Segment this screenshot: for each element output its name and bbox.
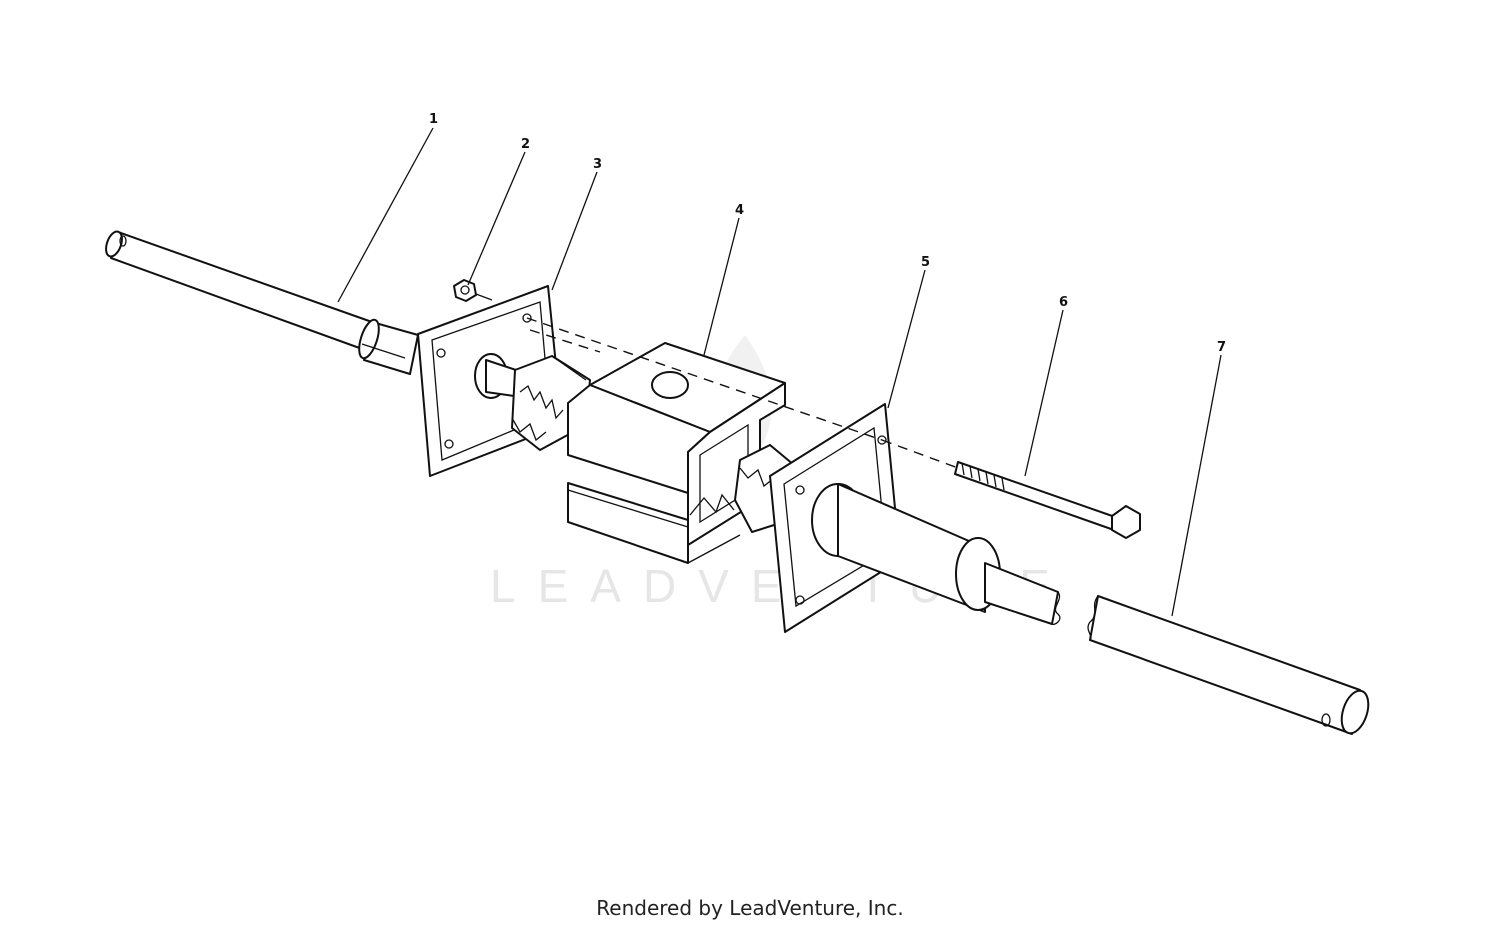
callout-5: 5 xyxy=(921,255,930,270)
part-6-bolt xyxy=(954,461,1141,539)
callout-numbers: 1 2 3 4 5 6 7 xyxy=(429,112,1226,355)
part-4-gear-housing xyxy=(567,342,786,564)
callout-4: 4 xyxy=(735,203,744,218)
part-3-left-flange xyxy=(417,285,591,477)
part-2-nut xyxy=(453,279,493,302)
callout-3: 3 xyxy=(593,157,602,172)
callout-6: 6 xyxy=(1059,295,1068,310)
leader-lines xyxy=(337,127,1222,617)
footer-credit: Rendered by LeadVenture, Inc. xyxy=(596,896,904,920)
callout-1: 1 xyxy=(429,112,438,127)
part-1-left-axle xyxy=(105,230,419,375)
part-7-right-axle xyxy=(1087,595,1370,735)
assembly-guide-lines xyxy=(526,317,959,469)
callout-7: 7 xyxy=(1217,340,1226,355)
callout-2: 2 xyxy=(521,137,530,152)
part-5-right-flange xyxy=(734,403,1061,633)
